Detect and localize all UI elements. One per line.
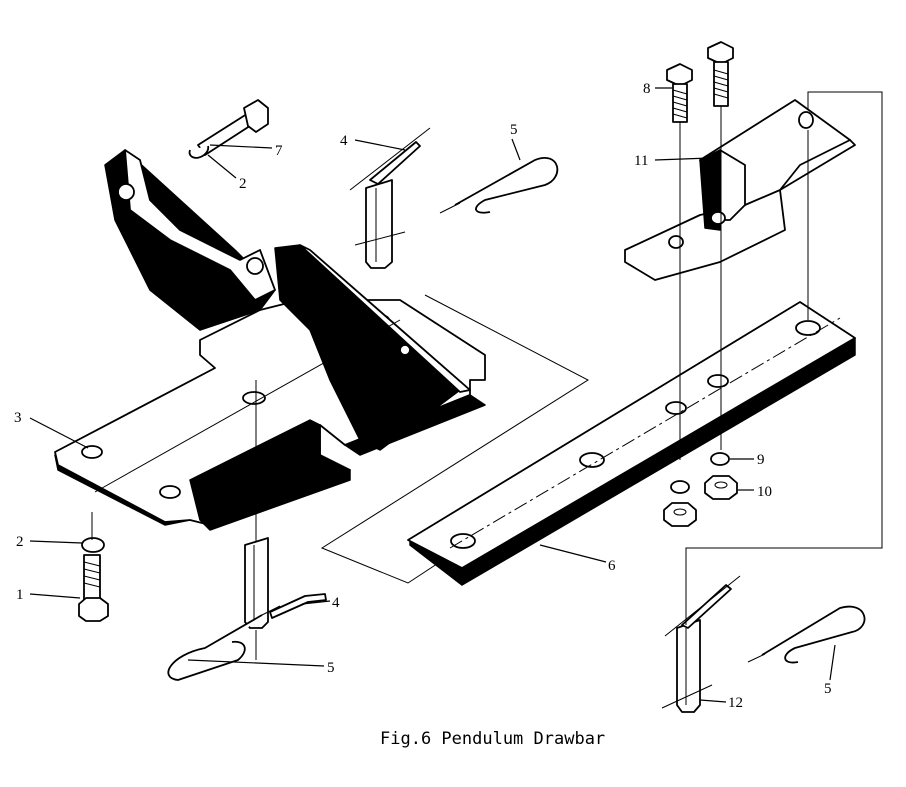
callout-2-top: 2 xyxy=(239,176,247,192)
callout-5-bottom: 5 xyxy=(327,660,335,676)
callout-4-top: 4 xyxy=(340,133,348,149)
callout-2-left: 2 xyxy=(16,534,24,550)
callout-10: 10 xyxy=(757,484,772,500)
part-12-pin xyxy=(661,575,741,713)
callout-1: 1 xyxy=(16,587,24,603)
callout-5-top: 5 xyxy=(510,122,518,138)
callout-9: 9 xyxy=(757,452,765,468)
part-7-pin xyxy=(188,99,269,159)
part-4-pin-bottom xyxy=(244,380,327,660)
callout-6: 6 xyxy=(608,558,616,574)
leader-lines xyxy=(29,87,836,703)
part-3-bracket xyxy=(54,149,486,531)
part-1-bolt xyxy=(78,512,109,622)
callout-3: 3 xyxy=(14,410,22,426)
callout-7: 7 xyxy=(275,143,283,159)
callout-labels: 3 2 1 7 2 4 4 5 5 6 8 11 9 10 12 5 xyxy=(14,81,832,711)
part-5-clip-top xyxy=(439,157,559,214)
figure-caption: Fig.6 Pendulum Drawbar xyxy=(380,729,605,749)
part-4-pin-top xyxy=(349,127,431,269)
callout-8: 8 xyxy=(643,81,651,97)
callout-4-bottom: 4 xyxy=(332,595,340,611)
part-11-clevis xyxy=(624,99,856,281)
part-8-bolts xyxy=(666,41,734,460)
part-9-10-hardware xyxy=(663,452,738,527)
part-6-drawbar xyxy=(407,301,856,586)
assembly-line-right xyxy=(685,91,883,625)
part-5-clip-bottom xyxy=(167,605,281,681)
part-5-clip-right xyxy=(747,605,866,664)
callout-5-right: 5 xyxy=(824,681,832,697)
callout-12: 12 xyxy=(728,695,743,711)
callout-11: 11 xyxy=(634,153,648,169)
